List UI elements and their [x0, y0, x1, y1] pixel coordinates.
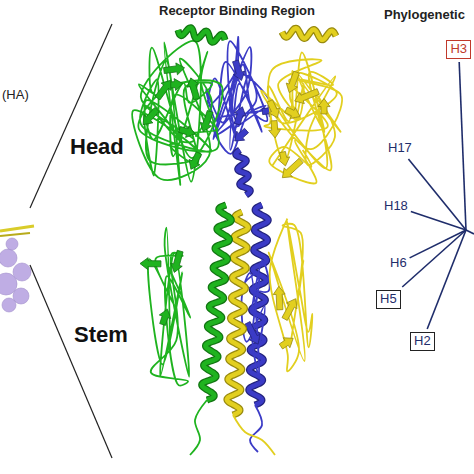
loop-coil: [242, 260, 270, 378]
tree-branch: [408, 159, 466, 230]
beta-strand: [234, 107, 246, 125]
subtype-name: H3: [450, 41, 467, 56]
subtype-box: H2: [410, 332, 435, 351]
beta-strand: [164, 63, 185, 75]
subtype-label: H18: [384, 199, 408, 214]
helix-outline: [178, 28, 225, 43]
domain-label: Stem: [74, 322, 128, 347]
region-heading: Receptor Binding Region: [159, 4, 315, 19]
protein-sphere: [0, 249, 17, 267]
loop-coil: [190, 400, 207, 455]
beta-strand: [286, 71, 299, 92]
beta-strand: [179, 126, 195, 138]
alpha-helix: [282, 28, 336, 40]
loop-coil: [269, 219, 313, 372]
beta-strand: [273, 286, 285, 310]
yellow-monomer: [227, 28, 342, 455]
subtype-name: H5: [380, 291, 397, 306]
beta-strand: [200, 110, 213, 131]
beta-strand: [282, 299, 297, 321]
tree-branch: [427, 230, 466, 329]
beta-strand: [187, 78, 199, 100]
beta-strand: [189, 152, 202, 170]
beta-strand: [267, 100, 279, 118]
protein-sphere: [6, 238, 18, 250]
ha-spike: [0, 233, 30, 236]
domain-label: Head: [70, 134, 124, 159]
beta-strand: [140, 258, 161, 270]
beta-strand: [269, 121, 281, 138]
protein-sphere: [2, 298, 16, 312]
subtype-name: H2: [414, 333, 431, 348]
beta-strand: [318, 99, 330, 114]
subtype-box: H5: [376, 290, 401, 309]
beta-strand: [235, 128, 249, 141]
loop-coil: [233, 415, 275, 455]
subtype-label: H6: [390, 256, 407, 271]
beta-strand: [245, 322, 260, 345]
panel-heading: Phylogenetic: [384, 8, 465, 23]
beta-strand: [159, 309, 170, 325]
zoom-line: [30, 265, 112, 458]
beta-strand: [279, 338, 293, 349]
virus-fragment: [0, 226, 34, 312]
beta-strand: [171, 250, 183, 272]
beta-strand: [143, 107, 159, 124]
loop-coil: [261, 52, 342, 183]
zoom-line: [30, 24, 112, 208]
loop-coil: [132, 41, 222, 185]
tree-trunk: [466, 230, 474, 234]
beta-strand: [285, 107, 300, 118]
loop-coil: [250, 405, 262, 452]
beta-strand: [278, 151, 290, 166]
subtype-label: H17: [388, 141, 412, 156]
loop-coil: [206, 37, 270, 154]
alpha-helix: [178, 28, 225, 43]
tree-branch: [411, 211, 466, 230]
tree-branch: [402, 230, 466, 287]
beta-strand: [233, 60, 245, 80]
beta-strand: [295, 89, 320, 104]
protein-label: (HA): [2, 88, 29, 103]
ha-spike: [0, 226, 34, 231]
helix-outline: [282, 28, 336, 40]
subtype-box: H3: [446, 40, 471, 59]
green-monomer: [132, 28, 231, 455]
helix-outline: [202, 205, 232, 400]
alpha-helix: [202, 205, 232, 400]
tree-branch: [459, 62, 466, 230]
alpha-helix: [236, 150, 251, 195]
helix-outline: [236, 150, 251, 195]
loop-coil: [148, 228, 191, 386]
beta-strand: [155, 80, 171, 100]
